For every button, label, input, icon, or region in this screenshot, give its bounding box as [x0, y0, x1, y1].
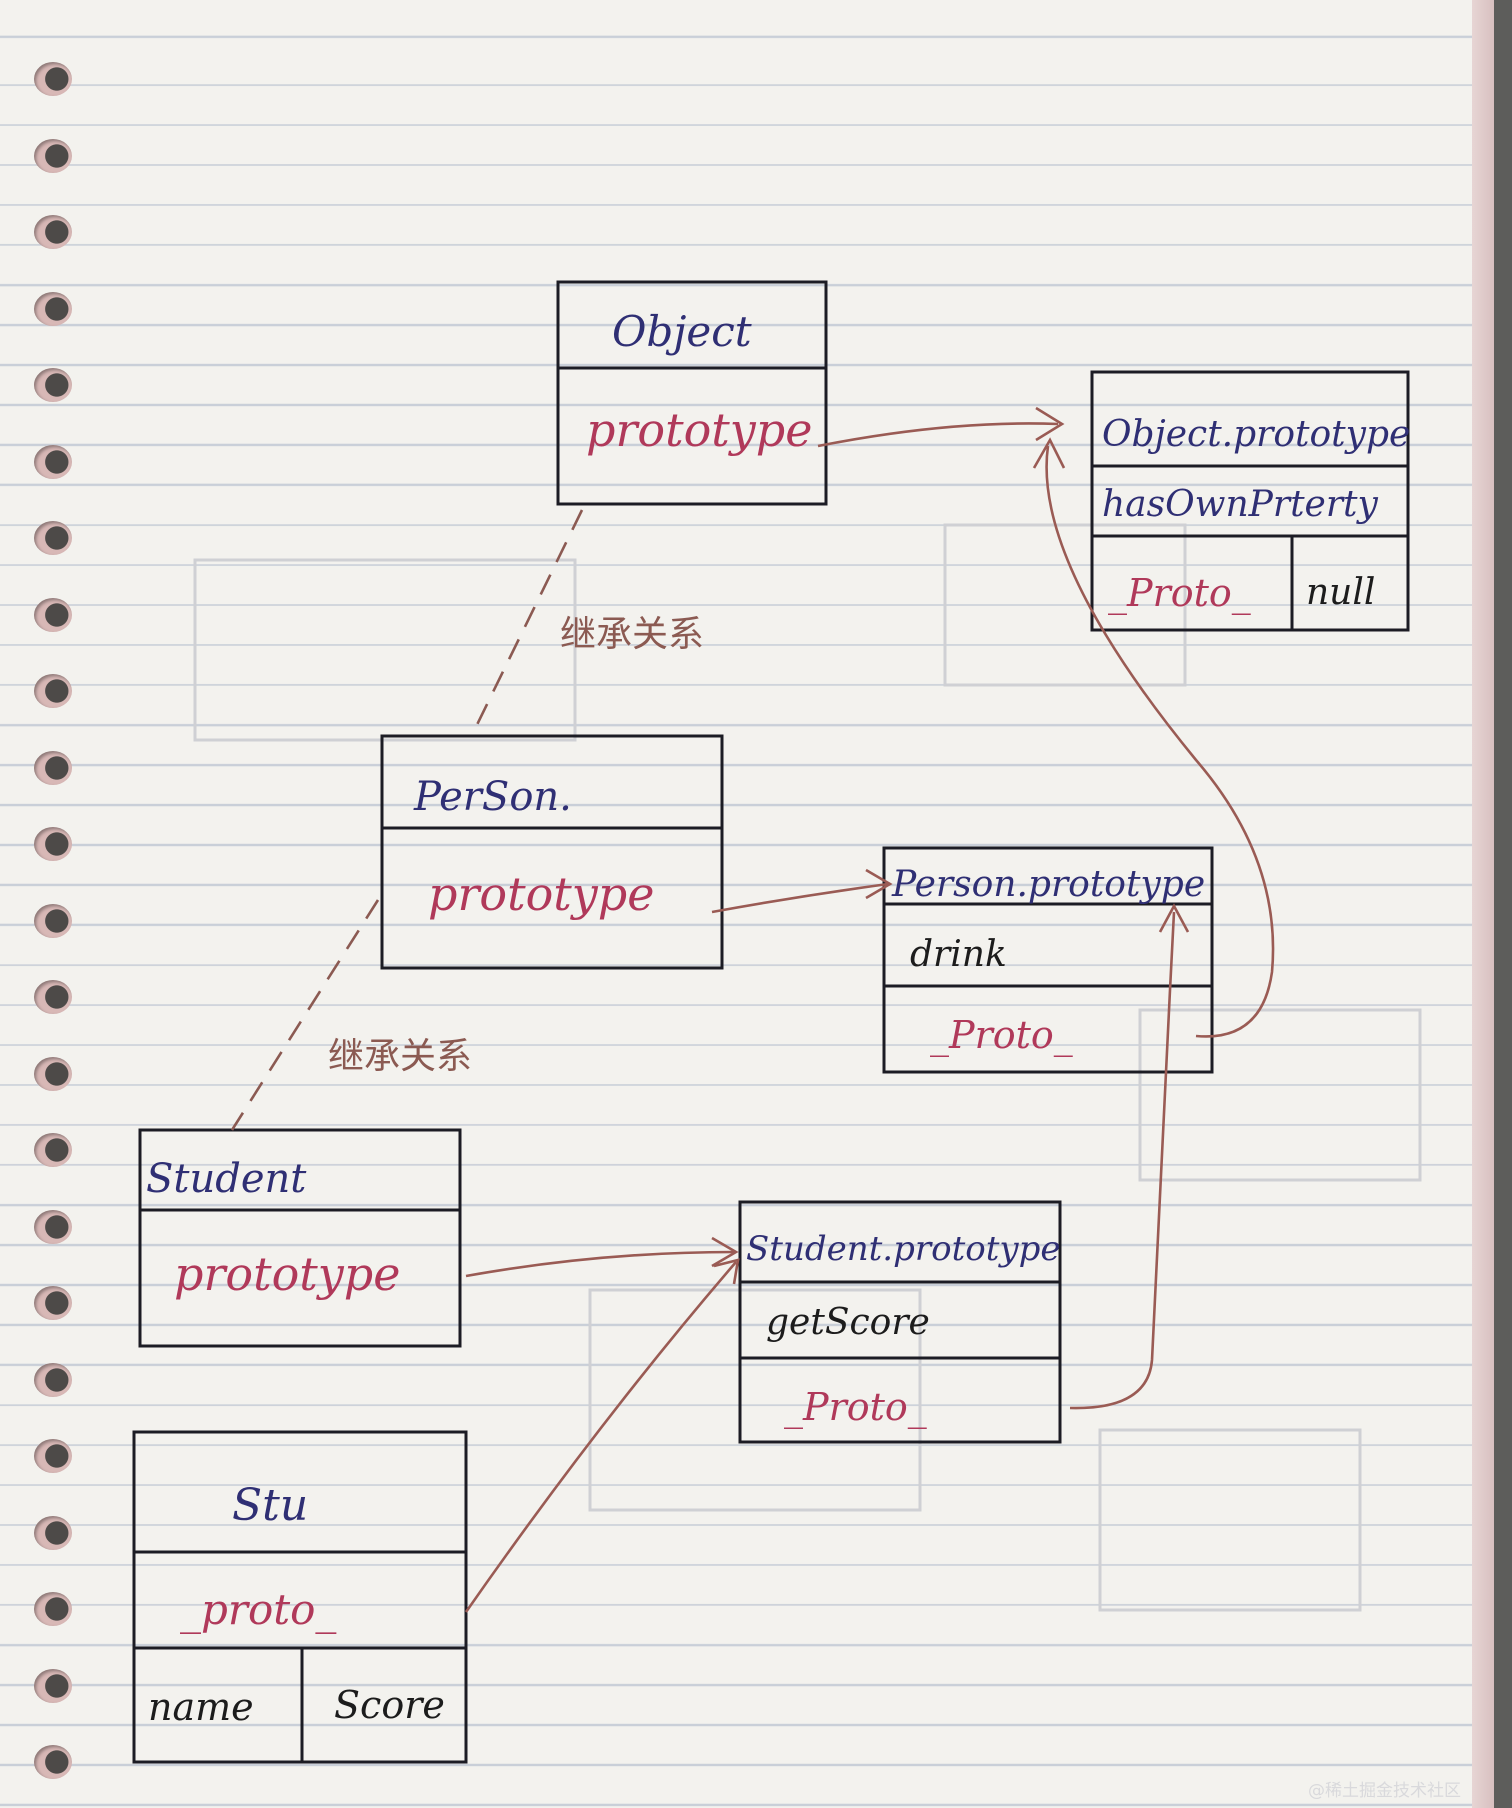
- student-prototype-title: Student.prototype: [746, 1229, 1060, 1269]
- object-prototype-proto: _Proto_: [1108, 571, 1251, 616]
- binding-hole: [34, 368, 72, 402]
- inherit-line-student-person: [230, 899, 380, 1131]
- proto-null-value: null: [1306, 572, 1375, 613]
- arrow-person-proto-to-object-prototype: [1032, 437, 1275, 1038]
- student-box: Student prototype: [138, 1128, 462, 1348]
- binding-hole: [34, 597, 72, 632]
- arrow-person-to-person-prototype: [711, 868, 893, 914]
- hasownproperty-method: hasOwnPrterty: [1102, 484, 1379, 525]
- page-edge: [1472, 0, 1494, 1808]
- binding-hole: [34, 444, 72, 479]
- arrow-student-to-student-prototype: [465, 1236, 739, 1278]
- inherit-label-upper: 继承关系: [560, 614, 704, 655]
- object-box: Object prototype: [556, 280, 828, 506]
- prototype-chain-diagram: Object prototype Object.prototype hasOwn…: [132, 280, 1461, 1801]
- stu-title: Stu: [232, 1480, 308, 1531]
- binding-hole: [34, 903, 72, 938]
- person-prototype-proto: _Proto_: [930, 1013, 1073, 1058]
- stu-name-field: name: [148, 1685, 254, 1729]
- student-prototype-box: Student.prototype getScore _Proto_: [738, 1200, 1062, 1444]
- binding-hole: [34, 1745, 72, 1779]
- binding-hole: [34, 750, 72, 785]
- person-box: PerSon. prototype: [380, 734, 724, 970]
- binding-hole: [34, 1209, 72, 1244]
- binding-hole: [34, 138, 72, 173]
- getscore-method: getScore: [766, 1302, 930, 1343]
- student-prototype-proto: _Proto_: [784, 1385, 927, 1430]
- object-prototype-label: prototype: [586, 403, 812, 457]
- inherit-line-person-object: [470, 509, 584, 736]
- arrow-stu-proto-to-student-prototype: [464, 1258, 740, 1613]
- binding-hole: [34, 1056, 72, 1091]
- binding-hole: [34, 215, 72, 249]
- inherit-label-lower: 继承关系: [328, 1036, 472, 1077]
- student-prototype-label: prototype: [174, 1247, 400, 1301]
- arrow-object-to-object-prototype: [817, 406, 1065, 448]
- binding-hole: [34, 1362, 72, 1397]
- object-prototype-title: Object.prototype: [1102, 414, 1410, 455]
- person-prototype-box: Person.prototype drink _Proto_: [882, 846, 1214, 1074]
- stu-score-field: Score: [334, 1683, 445, 1727]
- stu-instance-box: Stu _proto_ name Score: [132, 1430, 468, 1764]
- object-prototype-box: Object.prototype hasOwnPrterty _Proto_ n…: [1090, 370, 1410, 632]
- stu-proto: _proto_: [180, 1585, 336, 1634]
- binding-hole: [34, 827, 72, 861]
- person-prototype-label: prototype: [428, 867, 654, 921]
- student-title: Student: [146, 1156, 307, 1202]
- person-prototype-title: Person.prototype: [891, 864, 1205, 905]
- binding-hole: [34, 1592, 72, 1626]
- lined-notebook-page: [0, 0, 1480, 1808]
- arrow-student-proto-to-person-prototype: [1069, 903, 1190, 1410]
- binding-hole: [34, 62, 72, 96]
- binding-hole: [34, 291, 72, 326]
- binding-hole: [34, 1439, 72, 1473]
- binding-hole: [34, 1133, 72, 1167]
- binding-hole: [34, 1668, 72, 1703]
- bleed-through-marks: [193, 523, 1422, 1612]
- binding-hole: [34, 521, 72, 555]
- object-title: Object: [612, 307, 752, 356]
- binding-hole: [34, 1286, 72, 1320]
- binding-hole: [34, 980, 72, 1014]
- binding-hole: [34, 1515, 72, 1550]
- watermark: @稀土掘金技术社区: [1308, 1781, 1461, 1801]
- drink-method: drink: [910, 934, 1007, 975]
- binding-hole: [34, 674, 72, 708]
- person-title: PerSon.: [413, 774, 572, 820]
